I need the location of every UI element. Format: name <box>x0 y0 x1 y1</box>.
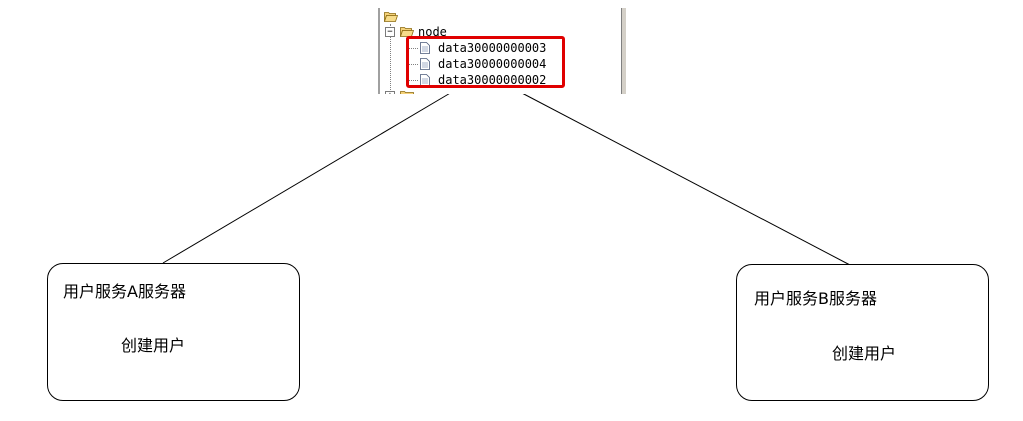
server-a-title: 用户服务A服务器 <box>63 282 186 301</box>
child-connector-line <box>406 80 418 81</box>
server-b-box: 用户服务B服务器 创建用户 <box>736 264 989 401</box>
open-folder-icon <box>384 12 398 22</box>
folder-icon <box>400 91 414 94</box>
file-icon <box>420 58 430 70</box>
server-b-action: 创建用户 <box>832 344 897 363</box>
file-icon <box>420 42 430 54</box>
server-b-title: 用户服务B服务器 <box>754 289 877 308</box>
tree-view: − node data30000000003 data30000000004 d… <box>378 8 626 94</box>
server-a-box: 用户服务A服务器 创建用户 <box>47 263 300 401</box>
child-connector-line <box>406 48 418 49</box>
connector-to-server-b <box>519 91 851 266</box>
tree-child-label[interactable]: data30000000002 <box>438 73 547 87</box>
server-a-action: 创建用户 <box>121 336 186 355</box>
tree-trunk-line <box>390 24 391 94</box>
expand-expander[interactable]: + <box>385 91 395 94</box>
tree-child-label[interactable]: data30000000004 <box>438 57 547 71</box>
collapse-expander[interactable]: − <box>385 27 395 37</box>
tree-border-left <box>378 8 380 94</box>
tree-scrollbar-edge <box>621 8 626 94</box>
tree-child-label[interactable]: data30000000003 <box>438 41 547 55</box>
highlight-frame <box>406 36 565 88</box>
connector-to-server-a <box>162 91 453 264</box>
tree-node-label[interactable]: node <box>418 25 447 39</box>
child-connector-line <box>406 64 418 65</box>
file-icon <box>420 74 430 86</box>
